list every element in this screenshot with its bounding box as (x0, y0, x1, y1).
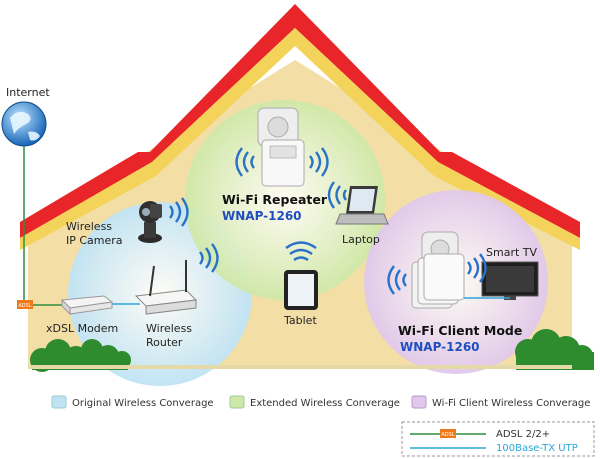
laptop-label: Laptop (342, 233, 380, 246)
legend-adsl-tag (440, 429, 456, 438)
xdsl-modem-device (60, 295, 114, 316)
camera-label-line2: IP Camera (66, 234, 123, 247)
legend-utp-label: 100Base-TX UTP (496, 443, 578, 454)
ip-camera-device (138, 201, 162, 243)
wifi-repeater-device (257, 107, 305, 187)
client-model: WNAP-1260 (400, 340, 480, 354)
legend-adsl-label: ADSL 2/2+ (496, 429, 550, 440)
internet-label: Internet (6, 86, 50, 99)
legend-swatch-client (411, 395, 427, 409)
bush-right (515, 329, 594, 370)
ground (28, 365, 572, 369)
smart-tv-device (481, 261, 539, 300)
legend-label-original: Original Wireless Converage (72, 398, 214, 409)
adsl-tag: ADSL (17, 300, 33, 309)
legend-cables: ADSL ADSL 2/2+ 100Base-TX UTP (401, 421, 595, 457)
legend-label-extended: Extended Wireless Converage (250, 398, 400, 409)
wifi-client-device (411, 231, 465, 309)
coverage-extended (185, 100, 385, 300)
legend-swatch-original (51, 395, 67, 409)
router-label-line2: Router (146, 336, 183, 349)
tablet-label: Tablet (283, 314, 317, 327)
legend-coverage: Original Wireless Converage Extended Wir… (51, 395, 590, 409)
repeater-model: WNAP-1260 (222, 209, 302, 223)
internet-globe (1, 101, 47, 147)
camera-label-line1: Wireless (66, 220, 112, 233)
tablet-device (284, 270, 318, 310)
modem-label: xDSL Modem (46, 322, 118, 335)
smart-tv-label: Smart TV (486, 246, 537, 259)
laptop-device (335, 186, 389, 225)
legend-swatch-extended (229, 395, 245, 409)
wifi-waves (169, 147, 487, 295)
legend-adsl-tag-text: ADSL (441, 432, 454, 438)
router-label-line1: Wireless (146, 322, 192, 335)
legend-label-client: Wi-Fi Client Wireless Converage (432, 398, 590, 409)
wireless-router-device (134, 260, 198, 315)
legend-cable-box (401, 421, 595, 457)
adsl-tag-text: ADSL (18, 303, 31, 309)
client-title: Wi-Fi Client Mode (398, 323, 522, 338)
repeater-title: Wi-Fi Repeater (222, 192, 328, 207)
